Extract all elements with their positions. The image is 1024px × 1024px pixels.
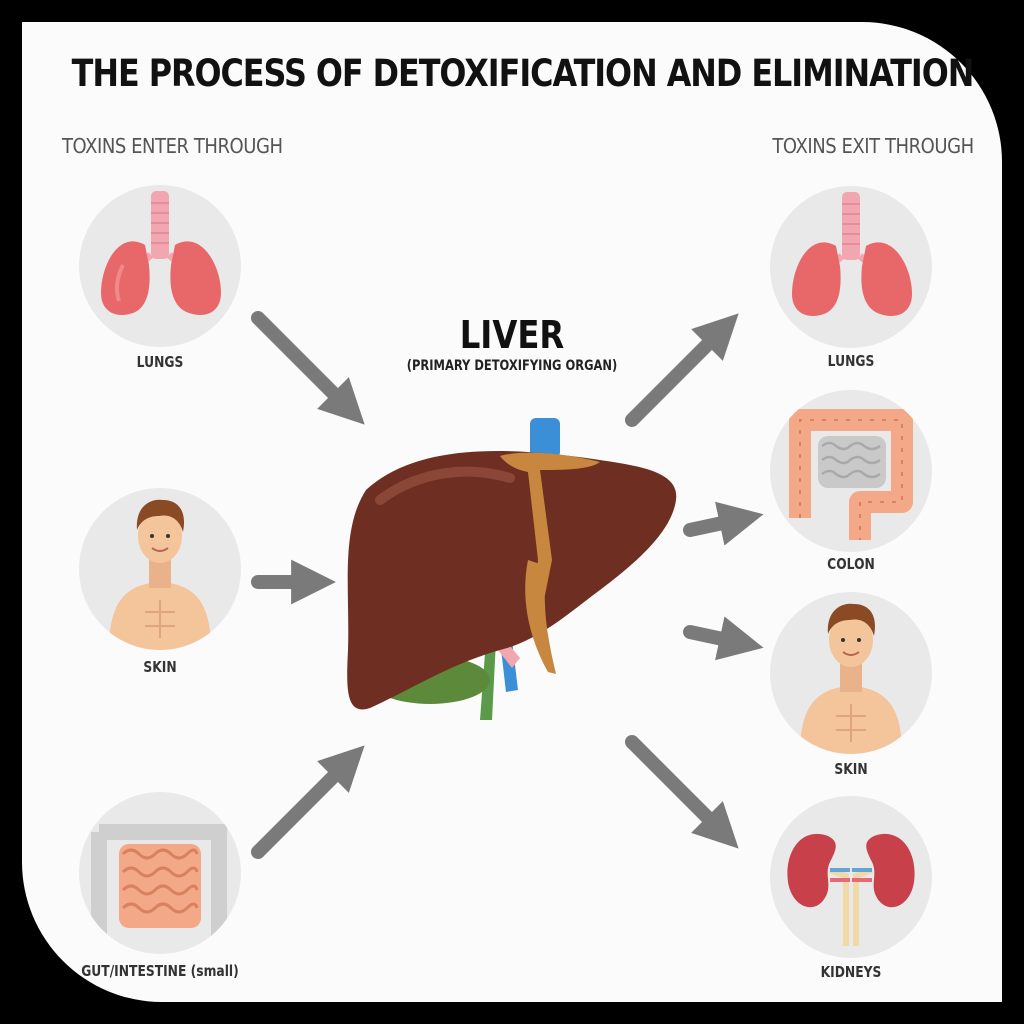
exit-lungs-label: LUNGS [827, 352, 875, 370]
page-title: THE PROCESS OF DETOXIFICATION AND ELIMIN… [71, 52, 975, 95]
man-torso-icon [109, 499, 211, 650]
exit-skin-circle [770, 592, 932, 754]
arrow-liver-to-lungs [625, 313, 739, 427]
center-organ-subtitle: (PRIMARY DETOXIFYING ORGAN) [406, 358, 618, 374]
kidneys-icon [787, 833, 915, 946]
lungs-icon [792, 192, 912, 316]
lungs-icon [101, 191, 221, 315]
liver-icon [347, 418, 677, 720]
entry-gut-label: GUT/INTESTINE (small) [81, 962, 239, 980]
exit-colon-label: COLON [827, 555, 875, 573]
arrow-liver-to-colon [683, 501, 764, 546]
entry-lungs-circle [79, 185, 241, 347]
entry-lungs-label: LUNGS [136, 353, 184, 371]
arrow-liver-to-skin [683, 616, 764, 661]
entry-skin-circle [79, 488, 241, 650]
arrow-liver-to-kidneys [625, 735, 739, 849]
enter-heading: TOXINS ENTER THROUGH [62, 134, 283, 158]
arrow-gut-to-liver [251, 745, 365, 859]
center-organ-title: LIVER [459, 313, 565, 357]
small-intestine-icon [91, 824, 227, 942]
man-torso-icon [800, 603, 902, 754]
exit-kidneys-circle [770, 796, 932, 958]
exit-colon-circle [770, 390, 932, 552]
colon-icon [789, 409, 913, 540]
exit-kidneys-label: KIDNEYS [820, 963, 882, 981]
entry-skin-label: SKIN [143, 658, 177, 676]
exit-lungs-circle [770, 186, 932, 348]
entry-gut-circle [79, 792, 241, 954]
exit-skin-label: SKIN [834, 760, 868, 778]
exit-heading: TOXINS EXIT THROUGH [772, 134, 975, 158]
arrow-lungs-to-liver [251, 311, 365, 425]
